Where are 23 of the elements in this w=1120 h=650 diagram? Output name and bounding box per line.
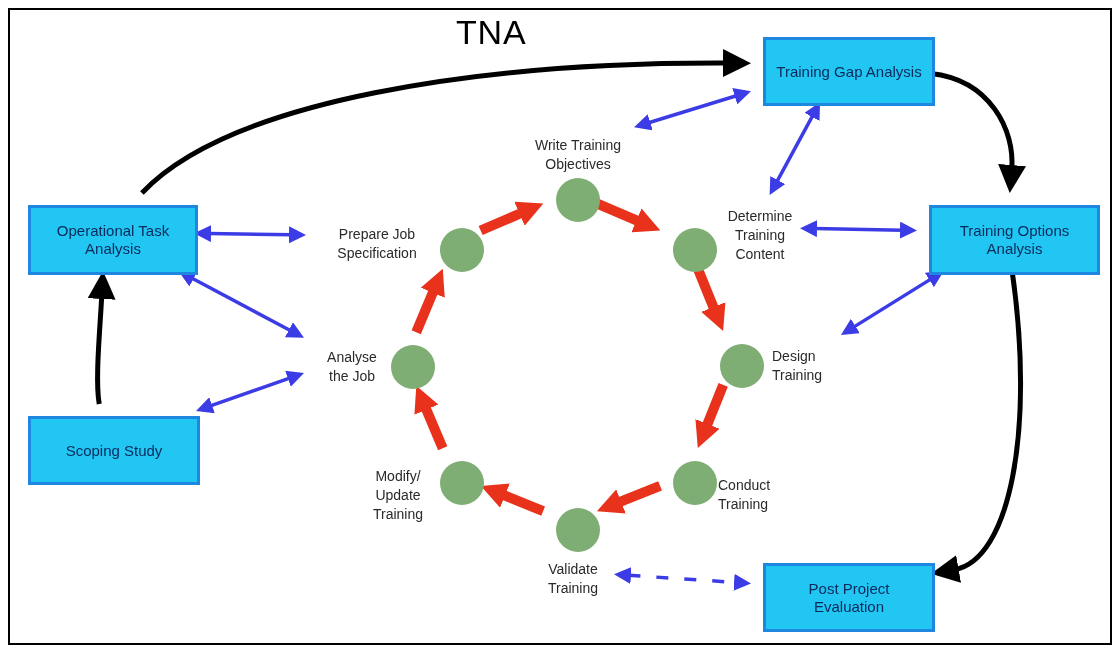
arrow — [634, 88, 751, 131]
process-box: Scoping Study — [28, 416, 200, 485]
arrow — [140, 49, 751, 195]
step-label: Conduct Training — [718, 476, 772, 514]
step-label: Design Training — [772, 347, 824, 385]
step-label: Modify/ Update Training — [371, 467, 425, 524]
process-box: Post Project Evaluation — [763, 563, 935, 632]
step-label: Analyse the Job — [326, 348, 378, 386]
step-label: Prepare Job Specification — [336, 225, 418, 263]
arrow — [196, 370, 304, 414]
arrow — [840, 271, 944, 335]
block-arrow — [411, 268, 445, 335]
process-box: Training Options Analysis — [929, 205, 1100, 275]
process-box: Training Gap Analysis — [763, 37, 935, 106]
process-box: Operational Task Analysis — [28, 205, 198, 275]
block-arrow — [596, 481, 662, 514]
arrow — [614, 566, 751, 591]
block-arrow — [478, 201, 544, 236]
block-arrow — [695, 383, 728, 449]
step-label: Determine Training Content — [726, 207, 794, 264]
arrow — [800, 220, 917, 239]
step-label: Validate Training — [546, 560, 600, 598]
step-label: Write Training Objectives — [533, 136, 623, 174]
